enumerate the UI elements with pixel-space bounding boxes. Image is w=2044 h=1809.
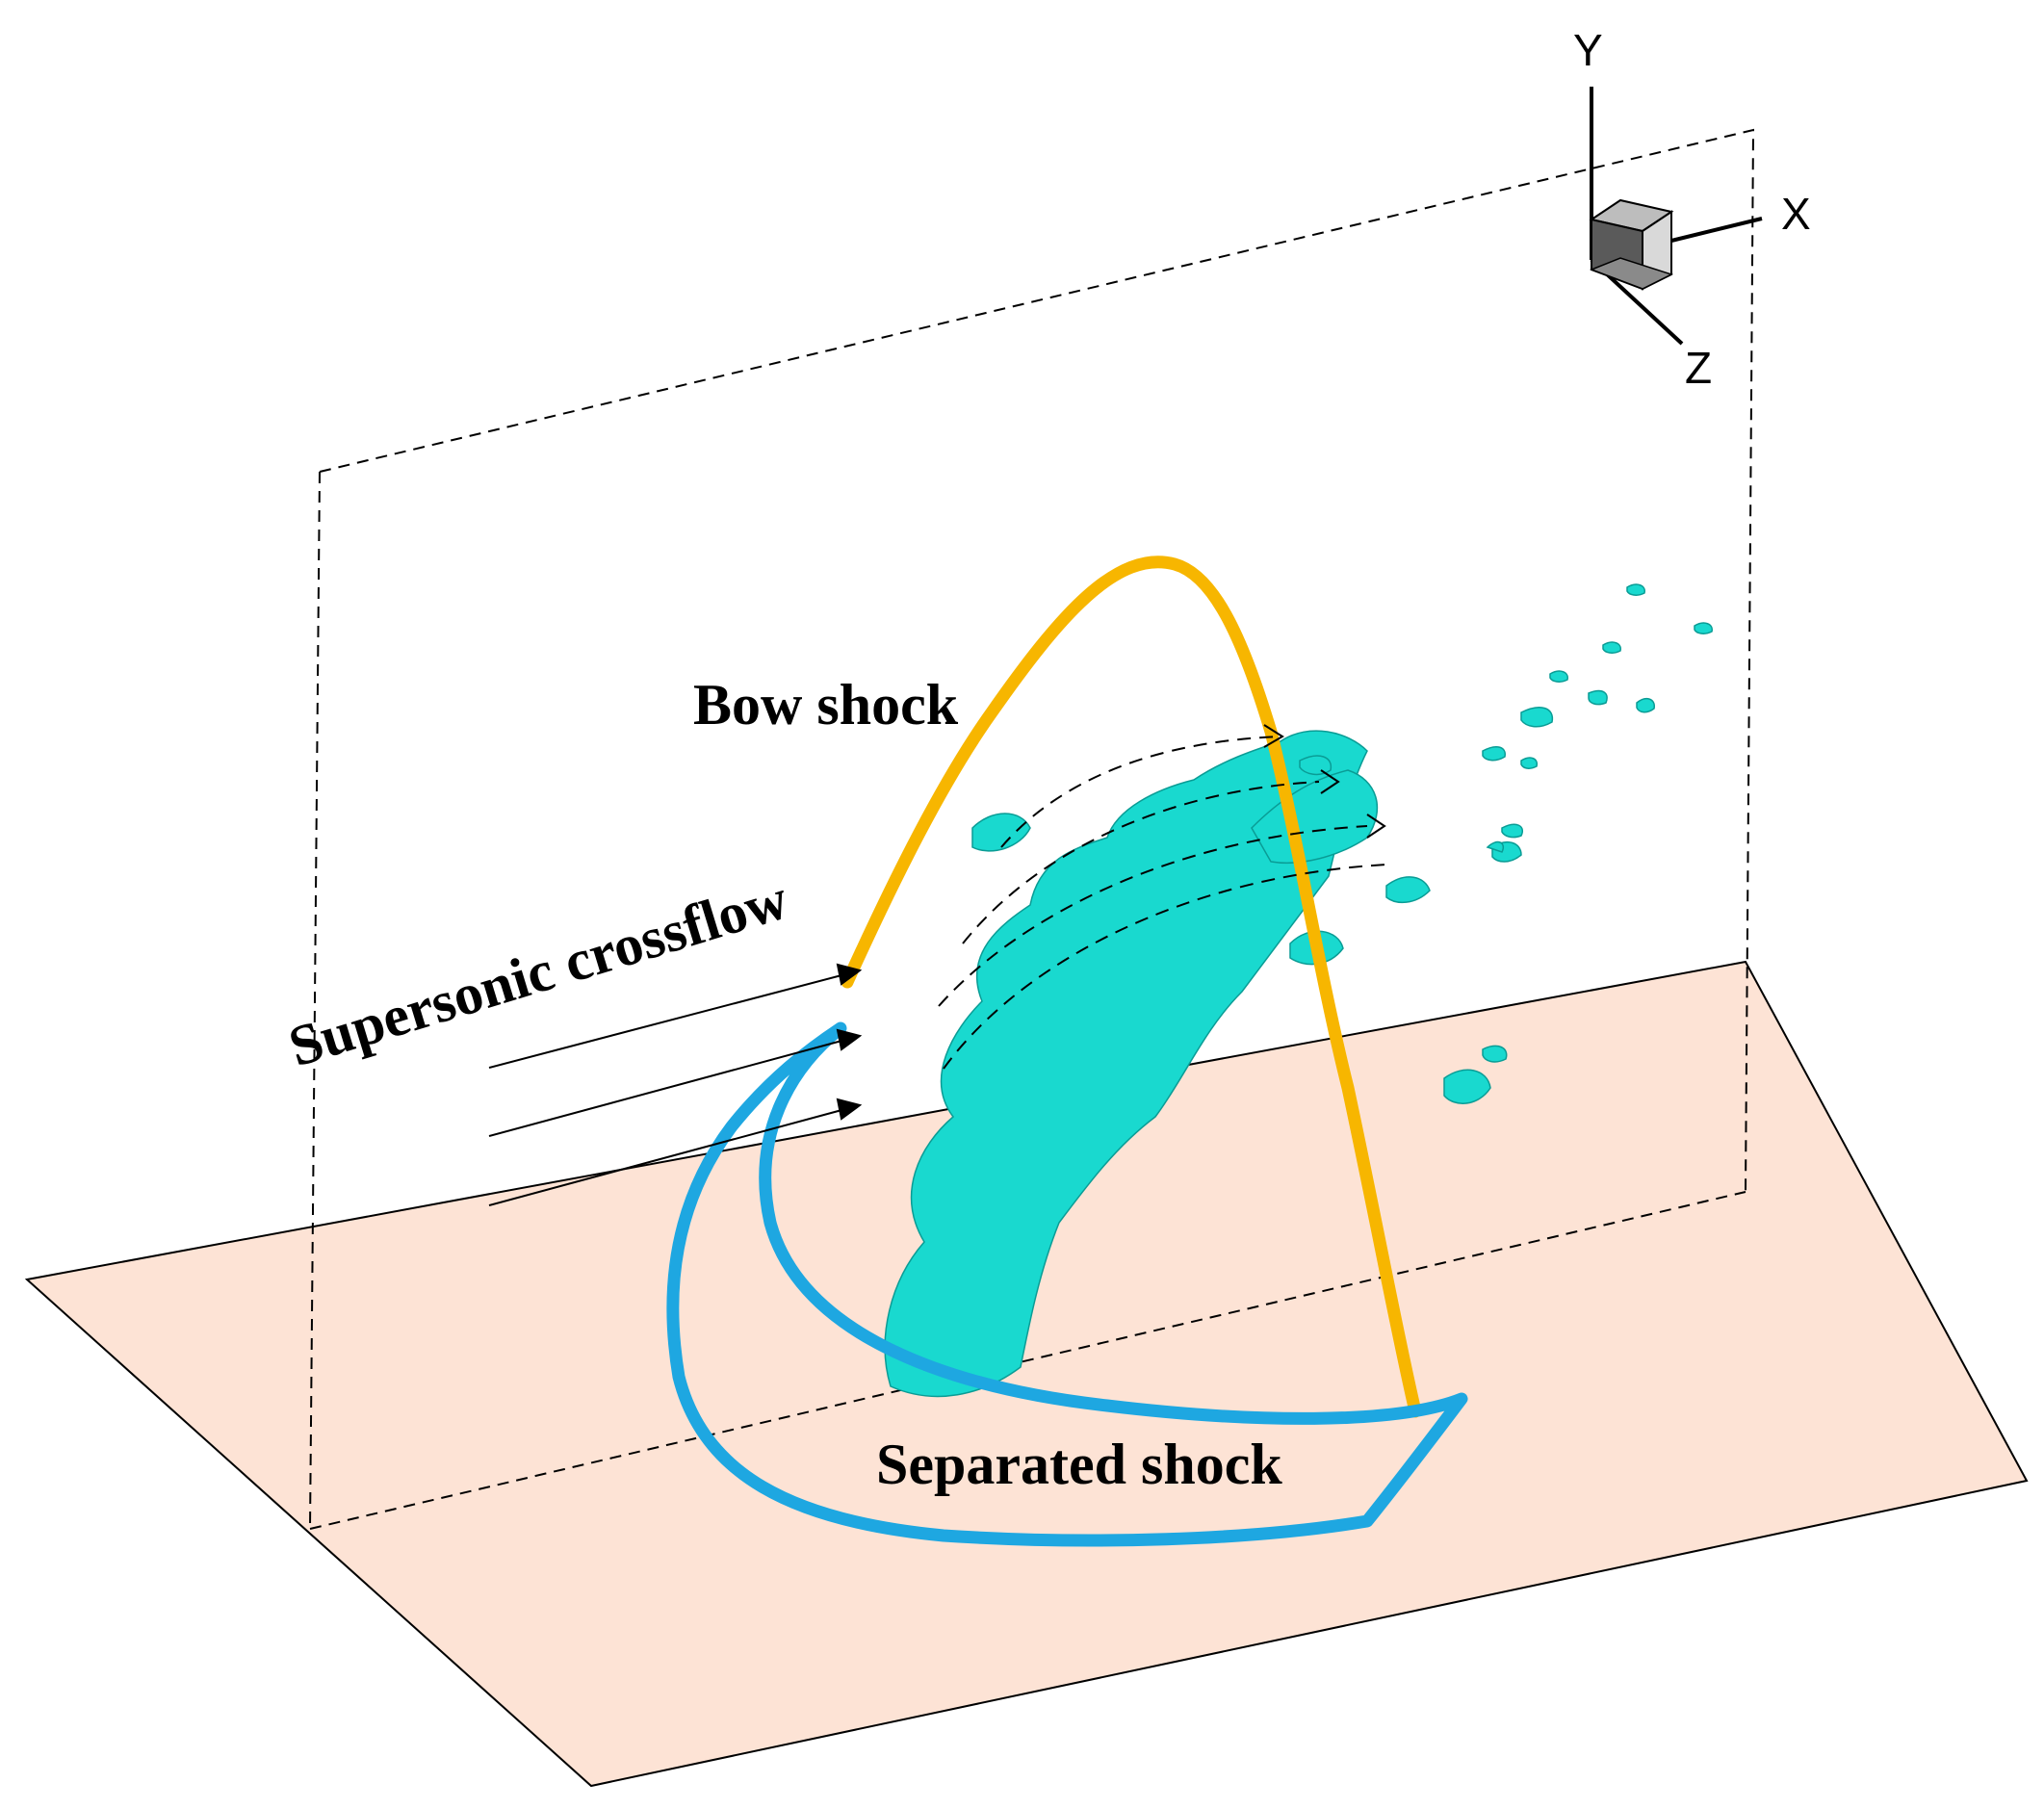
axis-triad [1589,87,1763,346]
x-axis-label: X [1781,189,1811,239]
separated-shock-curve [666,1021,1468,1547]
crossflow-arrows [488,963,863,1206]
bow-shock-label: Bow shock [693,673,959,737]
jet-plume [884,583,1713,1398]
axis-cube-shade [1589,257,1673,290]
supersonic-crossflow-label: Supersonic crossflow [282,866,796,1078]
flow-streamlines [938,736,1387,1070]
streamline-arrowheads [1263,724,1386,839]
y-axis-label: Y [1573,25,1603,75]
separated-shock-label: Separated shock [876,1433,1282,1496]
symmetry-plane [309,128,1755,1530]
z-axis-label: Z [1685,343,1712,393]
bow-shock-curve [841,556,1422,1418]
